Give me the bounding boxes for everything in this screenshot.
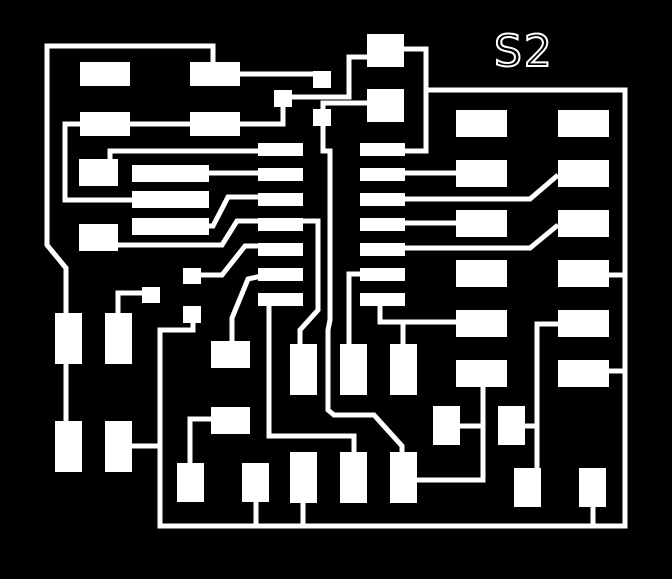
trace xyxy=(415,385,486,483)
trace xyxy=(534,321,558,470)
pad xyxy=(456,110,507,137)
trace xyxy=(107,148,258,162)
pad xyxy=(211,407,250,434)
traces xyxy=(44,43,628,529)
pad xyxy=(433,406,460,445)
trace xyxy=(320,118,405,452)
pad xyxy=(190,112,240,136)
pad xyxy=(274,90,292,107)
pad xyxy=(132,191,209,208)
pad xyxy=(390,344,417,395)
pad xyxy=(142,287,160,303)
board-label: S2 xyxy=(493,26,554,77)
pad xyxy=(579,468,606,507)
trace xyxy=(115,290,143,318)
trace xyxy=(283,54,370,100)
ic-pin xyxy=(360,143,405,156)
pad xyxy=(558,260,609,287)
trace xyxy=(200,243,258,278)
pad xyxy=(55,421,82,472)
trace xyxy=(346,271,360,346)
pad xyxy=(498,406,525,445)
pad xyxy=(456,360,507,387)
pad xyxy=(177,463,204,502)
trace xyxy=(116,218,321,346)
pad xyxy=(80,62,130,86)
pad xyxy=(340,452,367,503)
pad xyxy=(183,268,201,284)
pad xyxy=(190,62,240,86)
trace xyxy=(187,416,214,466)
pad xyxy=(456,160,507,187)
pad xyxy=(558,310,609,337)
trace xyxy=(266,298,357,455)
ic-pin xyxy=(258,293,303,306)
pad xyxy=(80,112,130,136)
pad xyxy=(456,260,507,287)
trace xyxy=(403,46,429,154)
pad xyxy=(390,452,417,503)
ic-pin xyxy=(360,293,405,306)
ic-pin xyxy=(258,168,303,181)
ic-pin xyxy=(258,193,303,206)
ic-pin xyxy=(360,168,405,181)
trace xyxy=(240,71,323,78)
pad xyxy=(211,341,250,368)
pad xyxy=(79,224,118,251)
pad xyxy=(313,109,331,126)
trace xyxy=(44,43,216,318)
ic-pin xyxy=(258,243,303,256)
pad xyxy=(456,210,507,237)
pad xyxy=(290,452,317,503)
pad xyxy=(183,306,201,323)
pad xyxy=(514,468,541,507)
ic-pin xyxy=(258,143,303,156)
pads xyxy=(55,34,609,507)
pad xyxy=(55,313,82,364)
pad xyxy=(79,159,118,186)
ic-pin xyxy=(360,193,405,206)
ic-pin xyxy=(360,243,405,256)
pad xyxy=(367,34,404,67)
pad xyxy=(558,210,609,237)
pad xyxy=(313,71,331,88)
pad xyxy=(132,165,209,182)
pad xyxy=(105,313,132,364)
pad xyxy=(290,344,317,395)
pad xyxy=(340,344,367,395)
ic-pin xyxy=(258,268,303,281)
trace xyxy=(208,194,258,229)
pad xyxy=(105,421,132,472)
pad xyxy=(558,110,609,137)
pad xyxy=(558,360,609,387)
pad xyxy=(558,160,609,187)
trace xyxy=(62,121,132,203)
pad xyxy=(132,218,209,235)
pad xyxy=(242,463,269,502)
pad xyxy=(456,310,507,337)
ic-pin xyxy=(360,218,405,231)
ic-pin xyxy=(258,218,303,231)
trace xyxy=(404,173,560,202)
pad xyxy=(367,89,404,122)
ic-pin xyxy=(360,268,405,281)
trace xyxy=(404,223,560,251)
trace xyxy=(157,87,628,529)
